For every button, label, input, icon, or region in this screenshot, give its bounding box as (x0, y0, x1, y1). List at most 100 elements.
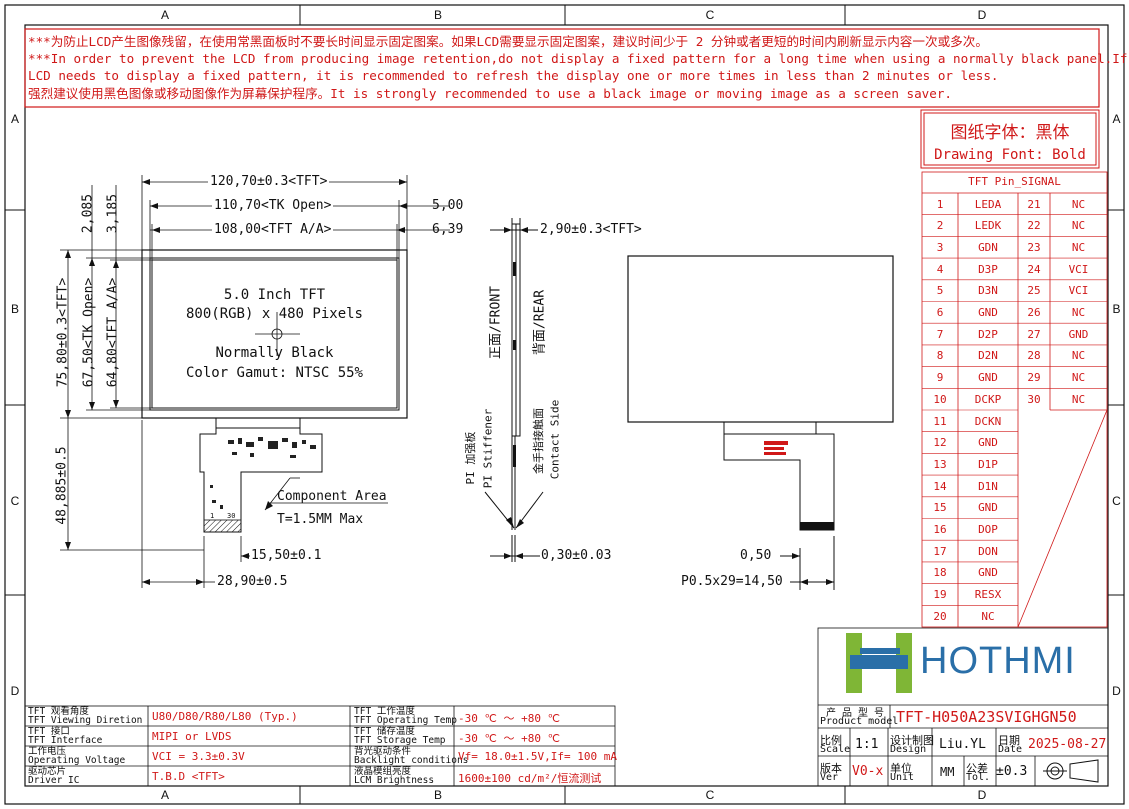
pin-cell: 19 (933, 588, 947, 602)
pin-cell: NC (981, 609, 995, 623)
warning-line-2: ***In order to prevent the LCD from prod… (28, 51, 1129, 67)
spec-zh: 驱动芯片 (28, 766, 67, 777)
dim-fpc-width: 28,90±0.5 (217, 574, 288, 589)
pin-cell (1050, 476, 1107, 497)
thickness-label: T=1.5MM Max (277, 512, 364, 527)
pin-cell: LEDA (974, 197, 1002, 211)
date-en: Date (998, 744, 1023, 755)
pin-cell: NC (1071, 371, 1086, 385)
pin-cell: NC (1071, 240, 1086, 254)
dim-width-tft: 120,70±0.3<TFT> (208, 174, 330, 189)
spec-en: Driver IC (28, 775, 80, 786)
pin-cell: GND (1068, 327, 1089, 341)
pin-cell: GND (978, 566, 998, 580)
spec-value: U80/D80/R80/L80 (Typ.) (152, 710, 298, 723)
contact-zh: 金手指接触面 (532, 408, 545, 474)
spec-value: 1600±100 cd/m²/恒流测试 (458, 772, 602, 785)
component-area-label: Component Area (277, 489, 387, 504)
pin-cell: DON (978, 544, 998, 558)
pin-cell: D1P (978, 457, 998, 471)
pin-cell: 20 (933, 609, 947, 623)
pin-cell: GDN (978, 240, 998, 254)
pin-cell: GND (978, 306, 998, 319)
spec-zh: 背光驱动条件 (354, 746, 412, 757)
image-retention-warning: ***为防止LCD产生图像残留，在使用常黑面板时不要长时间显示固定图案。如果LC… (28, 33, 1129, 103)
pin-cell: LEDK (974, 219, 1002, 233)
pin-cell (1018, 454, 1050, 475)
spec-en: Operating Voltage (28, 755, 126, 766)
pin-cell: 8 (936, 349, 944, 363)
pin-cell (1018, 584, 1050, 605)
tol-en: Tol. (966, 772, 991, 783)
dim-pin-span: P0.5x29=14,50 (681, 574, 783, 589)
scale-zh: 比例 (820, 734, 842, 747)
pin-cell (1018, 432, 1050, 453)
dim-height-tk: 67,50<TK Open> (81, 277, 97, 388)
fpc-pin-30: 30 (227, 512, 236, 520)
dim-height-fpc: 48,885±0.5 (54, 446, 70, 525)
dim-top-1: 2,085 (80, 193, 96, 234)
pin-cell: 9 (936, 371, 944, 385)
pin-cell: 27 (1027, 327, 1041, 341)
panel-resolution: 800(RGB) x 480 Pixels (185, 306, 363, 322)
pin-cell: 29 (1027, 371, 1041, 385)
pin-cell: 1 (936, 197, 944, 211)
dim-height-aa: 64,80<TFT A/A> (105, 277, 121, 388)
product-label-en: Product model (820, 716, 899, 727)
pin-cell: 5 (936, 284, 944, 298)
spec-value: -30 ℃ ～ +80 ℃ (458, 712, 560, 725)
product-model: TFT-H050A23SVIGHGN50 (896, 708, 1077, 726)
zone-top-b: B (433, 8, 442, 22)
ver-zh: 版本 (820, 762, 842, 775)
zone-left-c: C (10, 494, 20, 508)
pin-cell (1018, 562, 1050, 583)
pin-cell (1018, 411, 1050, 432)
dim-right-2: 6,39 (432, 222, 464, 237)
warning-line-1: ***为防止LCD产生图像残留，在使用常黑面板时不要长时间显示固定图案。如果LC… (28, 34, 988, 49)
pin-cell: NC (1071, 306, 1086, 319)
pin-cell: D1N (978, 479, 998, 493)
pin-cell: NC (1071, 392, 1086, 406)
spec-zh: 工作电压 (28, 746, 67, 757)
front-label: 正面/FRONT (488, 286, 504, 359)
pin-cell (1050, 606, 1107, 627)
dim-height-tft: 75,80±0.3<TFT> (55, 277, 71, 388)
pin-cell: NC (1071, 219, 1086, 233)
pin-cell: 22 (1027, 219, 1041, 233)
pin-cell: 17 (933, 544, 947, 558)
pin-cell: 18 (933, 566, 947, 580)
pin-cell: 21 (1027, 197, 1041, 211)
designer: Liu.YL (939, 737, 986, 752)
pin-cell: 24 (1027, 262, 1041, 276)
zone-right-d: D (1112, 684, 1121, 698)
dim-pin-pitch: 0,50 (740, 548, 772, 563)
spec-en: TFT Interface (28, 735, 103, 746)
zone-bot-a: A (160, 788, 169, 802)
pin-cell: RESX (974, 588, 1002, 602)
pin-cell: 12 (933, 436, 947, 450)
pin-cell: 16 (933, 523, 947, 536)
stiffener-en: PI Stiffener (481, 408, 495, 489)
dim-fpc-thickness: 0,30±0.03 (541, 548, 612, 563)
version-value: V0-x (852, 764, 884, 779)
date-value: 2025-08-27 (1028, 737, 1107, 752)
pin-cell: 14 (933, 479, 947, 493)
pin-cell: DCKN (974, 414, 1002, 428)
spec-en: Backlight conditions (354, 755, 469, 766)
zone-right-a: A (1112, 112, 1121, 126)
zone-left-b: B (10, 302, 19, 316)
spec-value: T.B.D <TFT> (152, 770, 225, 783)
pin-cell (1018, 541, 1050, 562)
panel-size: 5.0 Inch TFT (223, 287, 326, 303)
pin-cell: D3P (978, 262, 998, 276)
pin-cell: D2P (978, 327, 998, 341)
font-note-zh: 图纸字体：黑体 (950, 123, 1070, 143)
spec-zh: TFT 观看角度 (28, 706, 89, 717)
zone-bot-c: C (705, 788, 715, 802)
spec-en: LCM Brightness (354, 775, 435, 786)
contact-en: Contact Side (548, 399, 562, 480)
pin-cell: 7 (936, 327, 944, 341)
pin-cell (1050, 519, 1107, 540)
pin-cell: 13 (933, 457, 947, 471)
